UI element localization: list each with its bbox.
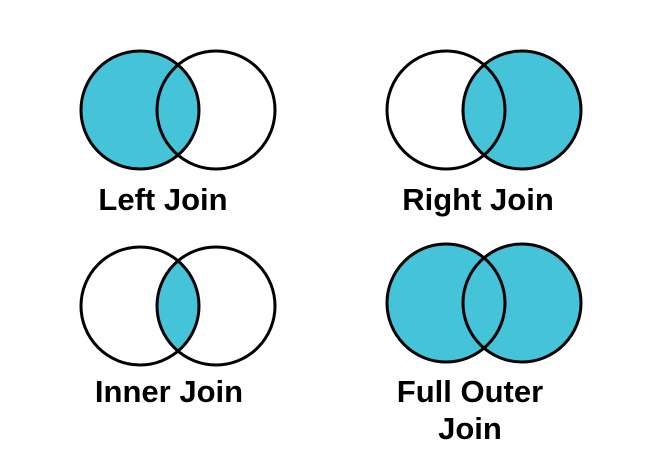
right-join-venn-graphic	[385, 49, 583, 171]
full-outer-join-label-line2: Join	[438, 411, 502, 446]
inner-join-label: Inner Join	[94, 374, 244, 409]
intersection-fill	[157, 260, 199, 352]
venn-diagram-left-join	[77, 44, 277, 176]
right-circle	[461, 242, 583, 364]
full-outer-join-venn-graphic	[385, 242, 583, 364]
venn-diagram-inner-join	[77, 240, 277, 372]
full-outer-join-label-line1: Full Outer	[396, 374, 544, 409]
left-circle	[79, 245, 201, 367]
left-join-label: Left Join	[98, 182, 228, 217]
right-circle	[461, 49, 583, 171]
full-outer-join-label: Full Outer Join	[370, 373, 570, 447]
left-circle	[79, 49, 201, 171]
right-circle-fill	[463, 244, 581, 362]
right-circle-fill	[463, 51, 581, 169]
venn-diagram-right-join	[383, 44, 583, 176]
right-circle	[155, 245, 277, 367]
left-circle	[385, 49, 507, 171]
left-circle-fill	[81, 51, 199, 169]
inner-join-venn-graphic	[79, 245, 277, 367]
venn-diagram-full-outer-join	[383, 237, 583, 369]
right-join-label: Right Join	[402, 182, 554, 217]
left-circle	[385, 242, 507, 364]
right-circle	[155, 49, 277, 171]
left-join-venn-graphic	[79, 49, 277, 171]
